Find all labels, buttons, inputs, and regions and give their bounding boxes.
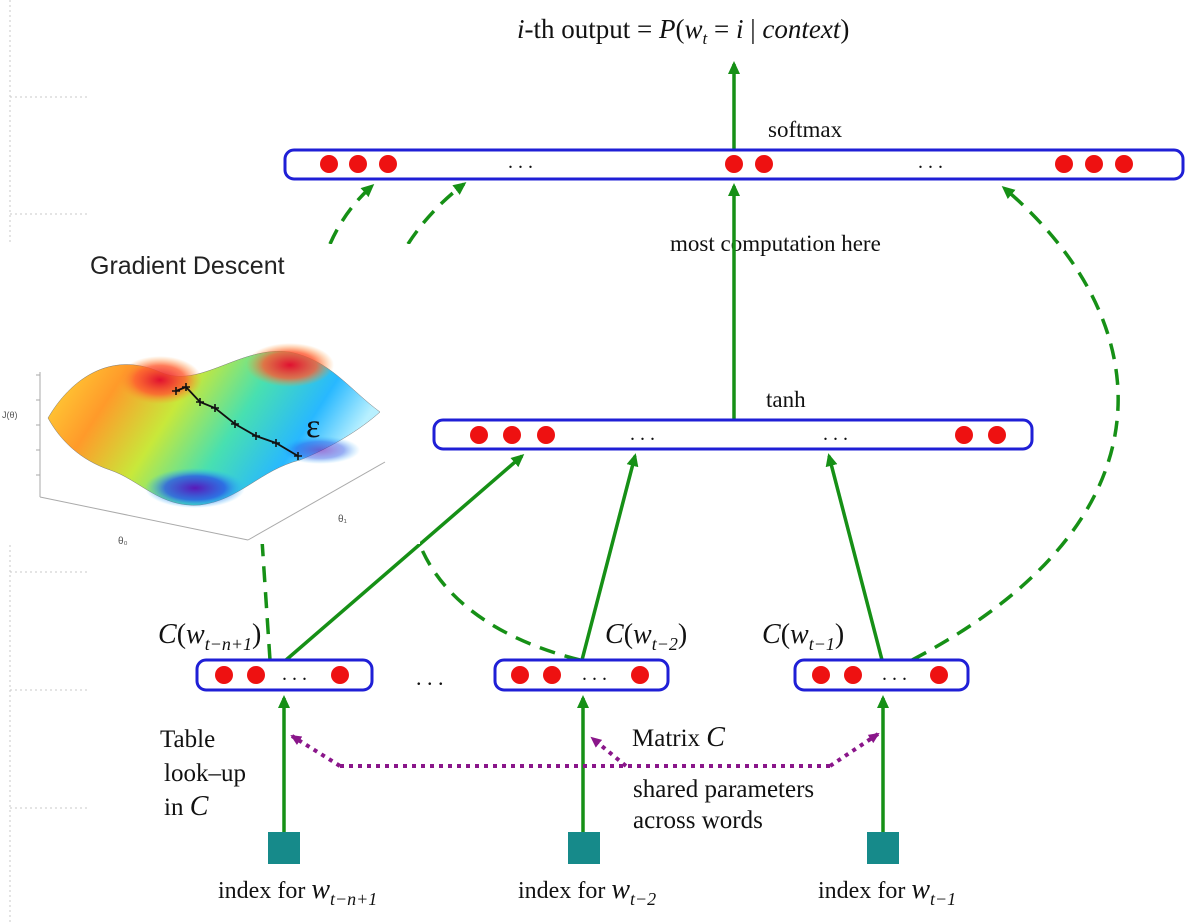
- vector-ellipsis: . . .: [282, 663, 307, 685]
- arrow-emb3-to-tanh: [825, 453, 884, 661]
- softmax-label: softmax: [768, 117, 843, 142]
- embedding-label-1: C(wt−n+1): [158, 619, 261, 654]
- index-label-1: index for wt−n+1: [218, 874, 377, 909]
- neuron: [537, 426, 555, 444]
- softmax-neurons: [320, 155, 1133, 173]
- title-close: ): [840, 14, 849, 44]
- neuron: [320, 155, 338, 173]
- shared-arrow-left: [290, 734, 342, 768]
- embedding-labels: C(wt−n+1) C(wt−2) C(wt−1): [158, 619, 844, 654]
- matrix-c-label: Matrix C: [632, 722, 725, 753]
- neuron: [725, 155, 743, 173]
- neuron: [631, 666, 649, 684]
- neuron: [247, 666, 265, 684]
- x-axis-label: θ₀: [118, 536, 128, 547]
- neuron: [470, 426, 488, 444]
- tanh-ellipsis-1: . . .: [630, 423, 655, 445]
- neuron: [930, 666, 948, 684]
- dashed-to-softmax-1: [328, 184, 375, 245]
- softmax-ellipsis-2: . . .: [918, 151, 943, 173]
- neuron: [988, 426, 1006, 444]
- title-bar: |: [744, 14, 763, 44]
- tanh-neurons: [470, 426, 1006, 444]
- title-open: (: [676, 14, 685, 44]
- embedding-vector-1: . . .: [195, 658, 374, 692]
- vector-ellipsis: . . .: [882, 663, 907, 685]
- input-index-square-2: [568, 832, 600, 864]
- title-context: context: [762, 14, 841, 44]
- descent-path: [175, 385, 299, 457]
- surface-plot: J(θ) θ₀ θ₁: [2, 343, 386, 547]
- neuron: [543, 666, 561, 684]
- shared-arrow-middle: [590, 736, 628, 768]
- neuron: [511, 666, 529, 684]
- title-i2: i: [736, 14, 744, 44]
- title-prefix: -th output =: [525, 14, 659, 44]
- tanh-ellipsis-2: . . .: [823, 423, 848, 445]
- table-lookup-label: Table look–up: [160, 726, 246, 787]
- neuron: [955, 426, 973, 444]
- output-formula: i-th output = P(wt = i | context): [517, 14, 849, 48]
- title-P: P: [658, 14, 676, 44]
- title-eq: =: [707, 14, 736, 44]
- neuron: [1055, 155, 1073, 173]
- shared-arrow-right: [828, 732, 880, 768]
- shared-parameters-label: shared parameters across words: [633, 776, 820, 834]
- neuron: [349, 155, 367, 173]
- embedding-vector-2: . . .: [493, 658, 670, 692]
- index-label-2: index for wt−2: [518, 874, 656, 909]
- tanh-layer: [432, 418, 1034, 451]
- neuron: [1115, 155, 1133, 173]
- embedding-label-2: C(wt−2): [605, 619, 687, 654]
- neuron: [755, 155, 773, 173]
- embedding-label-3: C(wt−1): [762, 619, 844, 654]
- z-axis-label: J(θ): [2, 410, 18, 420]
- y-axis-label: θ₁: [338, 514, 348, 525]
- descent-steps: [172, 383, 302, 460]
- neuron: [379, 155, 397, 173]
- input-index-square-3: [867, 832, 899, 864]
- title-w: w: [685, 14, 703, 44]
- dashed-skip-left: [260, 539, 272, 661]
- neuron: [215, 666, 233, 684]
- table-lookup-in-c: in C: [164, 791, 209, 822]
- softmax-ellipsis-1: . . .: [508, 151, 533, 173]
- arrow-emb1-to-tanh: [284, 454, 525, 662]
- dashed-skip-right: [911, 186, 1120, 662]
- embedding-vector-3: . . .: [793, 658, 970, 692]
- input-index-square-1: [268, 832, 300, 864]
- most-computation-label: most computation here: [670, 231, 881, 256]
- dashed-skip-middle: [416, 539, 581, 662]
- vector-ellipsis: . . .: [582, 663, 607, 685]
- epsilon-label: ε: [306, 408, 320, 445]
- title-i: i: [517, 14, 525, 44]
- arrow-emb2-to-tanh: [580, 453, 639, 661]
- neuron: [812, 666, 830, 684]
- neuron: [1085, 155, 1103, 173]
- title-w-sub: t: [703, 29, 709, 48]
- neuron: [503, 426, 521, 444]
- gradient-descent-label: Gradient Descent: [90, 252, 285, 280]
- index-label-3: index for wt−1: [818, 874, 956, 909]
- dashed-to-softmax-2: [406, 182, 467, 245]
- tanh-label: tanh: [766, 387, 806, 412]
- neuron: [331, 666, 349, 684]
- neuron: [844, 666, 862, 684]
- between-vectors-ellipsis: . . .: [416, 665, 444, 690]
